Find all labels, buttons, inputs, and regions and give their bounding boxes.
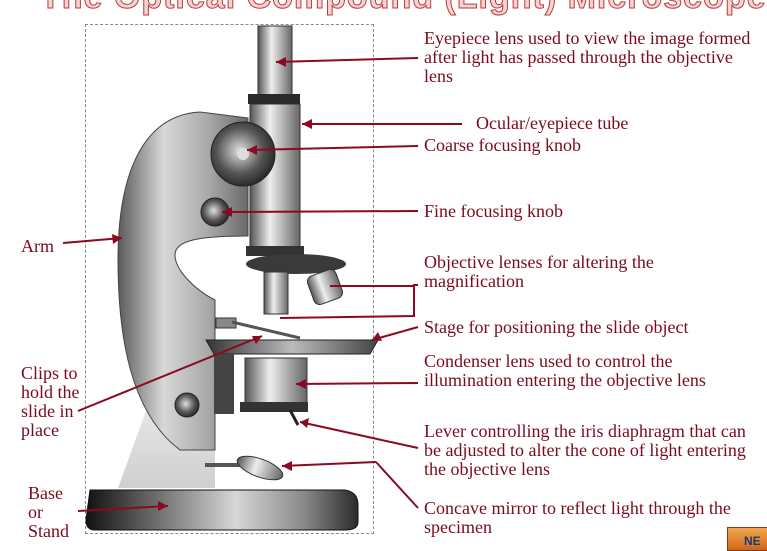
stage-knob-shape [174, 392, 200, 418]
label-ocular-tube: Ocular/eyepiece tube [476, 113, 629, 133]
label-stage: Stage for positioning the slide object [424, 317, 689, 337]
label-lever: Lever controlling the iris diaphragm tha… [424, 421, 746, 479]
leader-mirror-b [281, 461, 377, 467]
label-fine-knob: Fine focusing knob [424, 201, 563, 221]
arrow-heads [112, 57, 382, 511]
label-objective-lenses: Objective lenses for altering the magnif… [424, 252, 654, 291]
leader-clips [77, 335, 263, 412]
nosepiece-shape [246, 254, 346, 274]
objective-lens-shape-2 [306, 268, 344, 306]
label-condenser: Condenser lens used to control the illum… [424, 351, 706, 390]
tube-ring-shape [246, 246, 304, 256]
next-button[interactable]: NE [727, 527, 767, 551]
leader-objectives [279, 284, 418, 319]
label-base: Base or Stand [28, 483, 70, 541]
label-arm: Arm [21, 236, 54, 256]
label-mirror: Concave mirror to reflect light through … [424, 498, 731, 537]
label-clips: Clips to hold the slide in place [21, 363, 80, 440]
base-shape [85, 489, 359, 531]
leader-eyepiece [275, 57, 419, 63]
eyepiece-collar-shape [248, 94, 300, 104]
arm-shape [117, 111, 249, 451]
label-eyepiece-lens: Eyepiece lens used to view the image for… [424, 28, 751, 86]
leader-fine [221, 210, 419, 213]
stage-shape [205, 339, 379, 355]
leader-arm [62, 237, 123, 244]
mirror-shape [236, 455, 284, 481]
leader-lever [299, 421, 419, 449]
leader-base [77, 505, 169, 512]
page-title: The Optical Compound (Light) Microscope [40, 0, 767, 17]
stage-post-shape [214, 354, 234, 414]
leader-coarse [246, 145, 419, 151]
diagram-frame [85, 24, 374, 534]
label-coarse-knob: Coarse focusing knob [424, 135, 581, 155]
leader-condenser [295, 382, 419, 385]
leader-lines [62, 57, 462, 512]
objective-lens-shape [263, 271, 289, 315]
leader-mirror-a [375, 461, 419, 509]
